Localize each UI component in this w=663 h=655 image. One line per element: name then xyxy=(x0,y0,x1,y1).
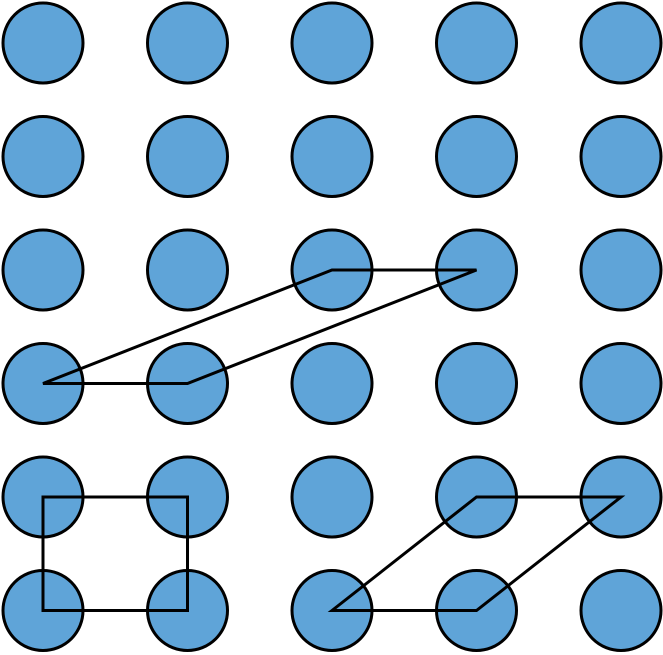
grid-dot-r1-c0 xyxy=(1,115,85,198)
grid-dot-r1-c3 xyxy=(435,115,518,198)
grid-dot-r2-c1 xyxy=(146,228,229,312)
grid-dot-r5-c4 xyxy=(579,569,663,652)
grid-dot-r1-c2 xyxy=(290,115,374,198)
grid-dot-r3-c2 xyxy=(290,342,374,425)
grid-dot-r1-c4 xyxy=(579,115,663,198)
grid-dot-r3-c4 xyxy=(579,342,663,425)
grid-dot-r0-c2 xyxy=(290,1,374,85)
grid-dot-r0-c1 xyxy=(146,1,229,85)
grid-dot-r2-c4 xyxy=(579,228,663,312)
shape-parallelogram-bottom xyxy=(327,495,626,612)
grid-dot-r0-c0 xyxy=(1,1,85,85)
grid-dot-r4-c2 xyxy=(290,455,374,539)
grid-dot-r3-c3 xyxy=(435,342,518,425)
shape-parallelogram-top xyxy=(42,268,478,385)
grid-dot-r0-c4 xyxy=(579,1,663,85)
shape-square xyxy=(41,495,189,612)
grid-dot-r1-c1 xyxy=(146,115,229,198)
shape-outlines xyxy=(41,268,626,612)
grid-dot-r2-c0 xyxy=(1,228,85,312)
grid-dot-r0-c3 xyxy=(435,1,518,85)
